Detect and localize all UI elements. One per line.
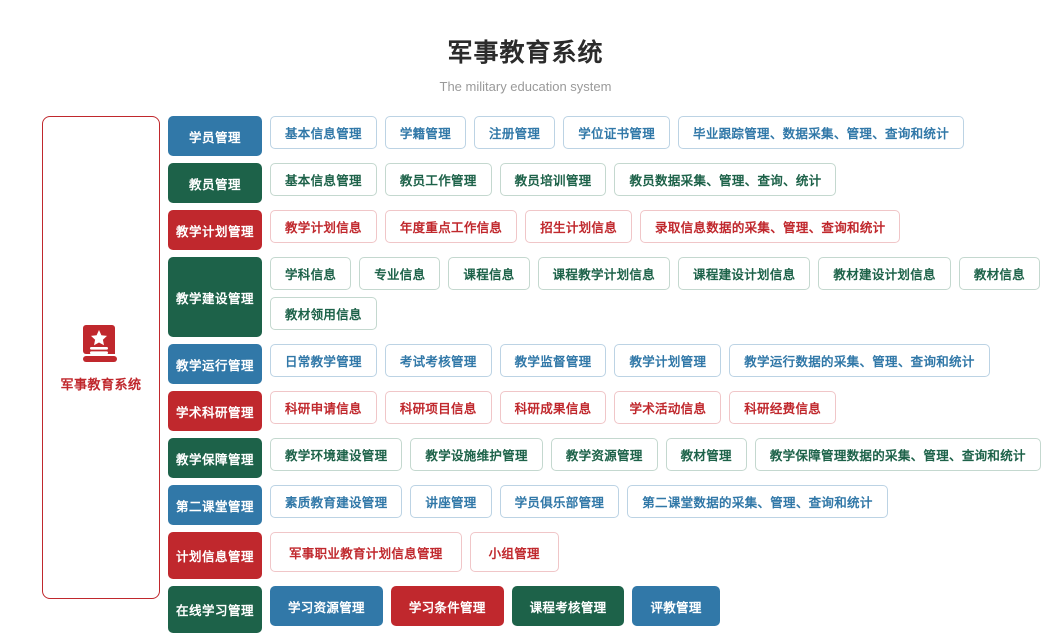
module-item-button[interactable]: 教员培训管理 (499, 163, 607, 197)
module-item-button[interactable]: 教学环境建设管理 (270, 438, 403, 472)
module-item-button[interactable]: 教学资源管理 (550, 438, 658, 472)
module-category-button[interactable]: 教学建设管理 (168, 257, 262, 338)
module-item-button[interactable]: 军事职业教育计划信息管理 (270, 532, 462, 573)
module-item-list: 日常教学管理考试考核管理教学监督管理教学计划管理教学运行数据的采集、管理、查询和… (270, 344, 1051, 384)
module-row: 第二课堂管理素质教育建设管理讲座管理学员俱乐部管理第二课堂数据的采集、管理、查询… (168, 485, 1051, 526)
module-item-button[interactable]: 科研经费信息 (729, 391, 837, 425)
module-item-button[interactable]: 课程建设计划信息 (678, 257, 811, 291)
module-item-button[interactable]: 课程教学计划信息 (537, 257, 671, 291)
module-category-button[interactable]: 学员管理 (168, 116, 262, 157)
module-item-list: 科研申请信息科研项目信息科研成果信息学术活动信息科研经费信息 (270, 391, 1051, 431)
module-item-button[interactable]: 教材建设计划信息 (818, 257, 951, 291)
module-item-button[interactable]: 小组管理 (469, 532, 559, 573)
module-item-button[interactable]: 教学保障管理数据的采集、管理、查询和统计 (754, 438, 1041, 472)
module-row: 学员管理基本信息管理学籍管理注册管理学位证书管理毕业跟踪管理、数据采集、管理、查… (168, 116, 1051, 157)
sidebar-brand-label: 军事教育系统 (60, 377, 142, 393)
module-item-list: 学习资源管理学习条件管理课程考核管理评教管理 (270, 586, 1051, 633)
module-item-button[interactable]: 学习条件管理 (390, 586, 504, 627)
module-category-button[interactable]: 教学运行管理 (168, 344, 262, 385)
module-item-button[interactable]: 科研成果信息 (499, 391, 607, 425)
module-row: 计划信息管理军事职业教育计划信息管理小组管理 (168, 532, 1051, 580)
module-category-button[interactable]: 第二课堂管理 (168, 485, 262, 526)
module-item-button[interactable]: 注册管理 (474, 116, 556, 150)
content-area: 军事教育系统 学员管理基本信息管理学籍管理注册管理学位证书管理毕业跟踪管理、数据… (0, 94, 1051, 636)
module-item-button[interactable]: 教材信息 (958, 257, 1041, 291)
module-rows: 学员管理基本信息管理学籍管理注册管理学位证书管理毕业跟踪管理、数据采集、管理、查… (168, 116, 1051, 636)
sidebar-brand-panel[interactable]: 军事教育系统 (42, 116, 160, 600)
module-item-button[interactable]: 教员数据采集、管理、查询、统计 (614, 163, 837, 197)
module-item-button[interactable]: 教学运行数据的采集、管理、查询和统计 (729, 344, 990, 378)
module-item-button[interactable]: 第二课堂数据的采集、管理、查询和统计 (627, 485, 888, 519)
module-item-button[interactable]: 教材管理 (665, 438, 747, 472)
module-item-button[interactable]: 毕业跟踪管理、数据采集、管理、查询和统计 (678, 116, 965, 150)
module-item-button[interactable]: 招生计划信息 (525, 210, 633, 244)
module-item-list: 基本信息管理学籍管理注册管理学位证书管理毕业跟踪管理、数据采集、管理、查询和统计 (270, 116, 1051, 156)
page-header: 军事教育系统 The military education system (0, 0, 1051, 94)
module-item-button[interactable]: 学术活动信息 (614, 391, 722, 425)
module-category-button[interactable]: 教学保障管理 (168, 438, 262, 479)
module-item-button[interactable]: 讲座管理 (410, 485, 492, 519)
module-category-button[interactable]: 教员管理 (168, 163, 262, 204)
module-item-button[interactable]: 学科信息 (270, 257, 352, 291)
module-row: 在线学习管理学习资源管理学习条件管理课程考核管理评教管理 (168, 586, 1051, 634)
book-star-icon (80, 322, 122, 366)
module-item-list: 教学计划信息年度重点工作信息招生计划信息录取信息数据的采集、管理、查询和统计 (270, 210, 1051, 250)
module-item-button[interactable]: 学位证书管理 (563, 116, 671, 150)
module-item-button[interactable]: 教员工作管理 (384, 163, 492, 197)
module-item-button[interactable]: 素质教育建设管理 (270, 485, 403, 519)
module-item-button[interactable]: 课程考核管理 (511, 586, 625, 627)
module-item-list: 教学环境建设管理教学设施维护管理教学资源管理教材管理教学保障管理数据的采集、管理… (270, 438, 1051, 478)
module-item-button[interactable]: 学习资源管理 (270, 586, 383, 627)
module-item-list: 素质教育建设管理讲座管理学员俱乐部管理第二课堂数据的采集、管理、查询和统计 (270, 485, 1051, 525)
module-category-button[interactable]: 在线学习管理 (168, 586, 262, 634)
module-item-button[interactable]: 教学计划信息 (270, 210, 377, 244)
module-row: 教学建设管理学科信息专业信息课程信息课程教学计划信息课程建设计划信息教材建设计划… (168, 257, 1051, 338)
module-item-button[interactable]: 教学计划管理 (614, 344, 722, 378)
module-item-button[interactable]: 科研项目信息 (384, 391, 492, 425)
module-row: 教员管理基本信息管理教员工作管理教员培训管理教员数据采集、管理、查询、统计 (168, 163, 1051, 204)
module-item-button[interactable]: 年度重点工作信息 (384, 210, 518, 244)
module-row: 教学保障管理教学环境建设管理教学设施维护管理教学资源管理教材管理教学保障管理数据… (168, 438, 1051, 479)
module-category-button[interactable]: 学术科研管理 (168, 391, 262, 432)
module-item-button[interactable]: 日常教学管理 (270, 344, 377, 378)
module-row: 教学运行管理日常教学管理考试考核管理教学监督管理教学计划管理教学运行数据的采集、… (168, 344, 1051, 385)
module-item-list: 军事职业教育计划信息管理小组管理 (270, 532, 1051, 579)
module-item-button[interactable]: 学籍管理 (384, 116, 467, 150)
module-row: 学术科研管理科研申请信息科研项目信息科研成果信息学术活动信息科研经费信息 (168, 391, 1051, 432)
module-item-list: 学科信息专业信息课程信息课程教学计划信息课程建设计划信息教材建设计划信息教材信息… (270, 257, 1051, 337)
page-title: 军事教育系统 (447, 39, 604, 67)
module-item-button[interactable]: 专业信息 (359, 257, 441, 291)
module-item-button[interactable]: 评教管理 (632, 586, 720, 627)
module-item-button[interactable]: 学员俱乐部管理 (499, 485, 620, 519)
module-item-button[interactable]: 教学设施维护管理 (410, 438, 543, 472)
module-category-button[interactable]: 教学计划管理 (168, 210, 262, 251)
module-item-button[interactable]: 基本信息管理 (270, 163, 377, 197)
module-item-button[interactable]: 录取信息数据的采集、管理、查询和统计 (640, 210, 901, 244)
module-item-button[interactable]: 基本信息管理 (270, 116, 377, 150)
module-item-button[interactable]: 教材领用信息 (270, 297, 377, 331)
page-subtitle: The military education system (439, 79, 612, 95)
module-item-list: 基本信息管理教员工作管理教员培训管理教员数据采集、管理、查询、统计 (270, 163, 1051, 203)
module-row: 教学计划管理教学计划信息年度重点工作信息招生计划信息录取信息数据的采集、管理、查… (168, 210, 1051, 251)
module-item-button[interactable]: 教学监督管理 (499, 344, 607, 378)
module-item-button[interactable]: 科研申请信息 (270, 391, 377, 425)
module-item-button[interactable]: 课程信息 (448, 257, 530, 291)
module-category-button[interactable]: 计划信息管理 (168, 532, 262, 580)
module-item-button[interactable]: 考试考核管理 (384, 344, 492, 378)
